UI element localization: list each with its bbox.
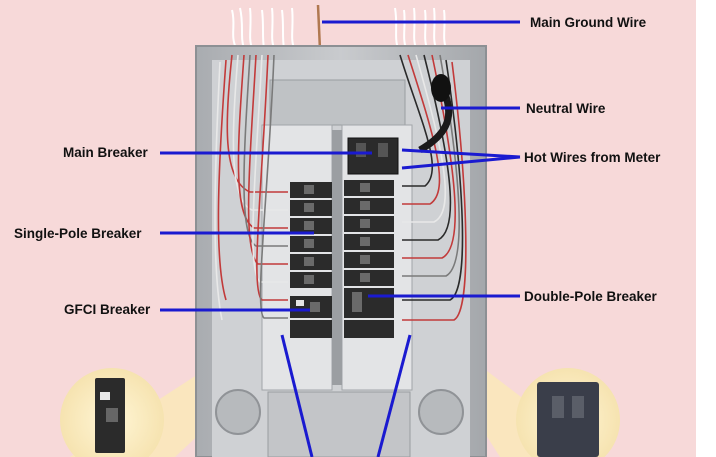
branch-wires-left — [214, 54, 288, 321]
double-pole-breaker-closeup — [537, 382, 599, 457]
gfci-breaker-closeup — [95, 378, 125, 453]
label-double-pole-breaker: Double-Pole Breaker — [524, 289, 657, 304]
incoming-wires — [231, 7, 447, 49]
gfci-handle — [310, 302, 320, 312]
gfci-test-button — [296, 300, 304, 306]
label-single-pole-breaker: Single-Pole Breaker — [14, 226, 142, 241]
neutral-wire-entry — [431, 74, 451, 102]
ground-wire-lead — [316, 4, 322, 51]
leader-lines — [160, 20, 521, 457]
main-breaker-handle-2 — [378, 143, 388, 157]
bottom-plate — [267, 391, 411, 457]
label-main-ground-wire: Main Ground Wire — [530, 15, 647, 30]
double-pole-highlight-cone — [400, 300, 600, 457]
top-plate — [269, 79, 406, 126]
main-breaker — [347, 137, 399, 175]
right-edge-strip — [696, 0, 716, 457]
left-breakers — [290, 182, 332, 288]
right-breaker-bottom — [344, 320, 394, 338]
label-gfci-breaker: GFCI Breaker — [64, 302, 151, 317]
label-main-breaker: Main Breaker — [63, 145, 148, 160]
center-bus — [332, 130, 342, 385]
knockout-left — [215, 389, 261, 435]
double-pole-handle — [352, 292, 362, 312]
knockout-right — [418, 389, 464, 435]
left-breaker-bottom — [290, 320, 332, 338]
double-pole-breaker — [344, 288, 394, 318]
branch-wires-right — [399, 54, 467, 321]
label-neutral-wire: Neutral Wire — [526, 101, 606, 116]
main-breaker-handle-1 — [356, 143, 366, 157]
right-breakers — [344, 180, 394, 286]
label-hot-wires: Hot Wires from Meter — [524, 150, 661, 165]
